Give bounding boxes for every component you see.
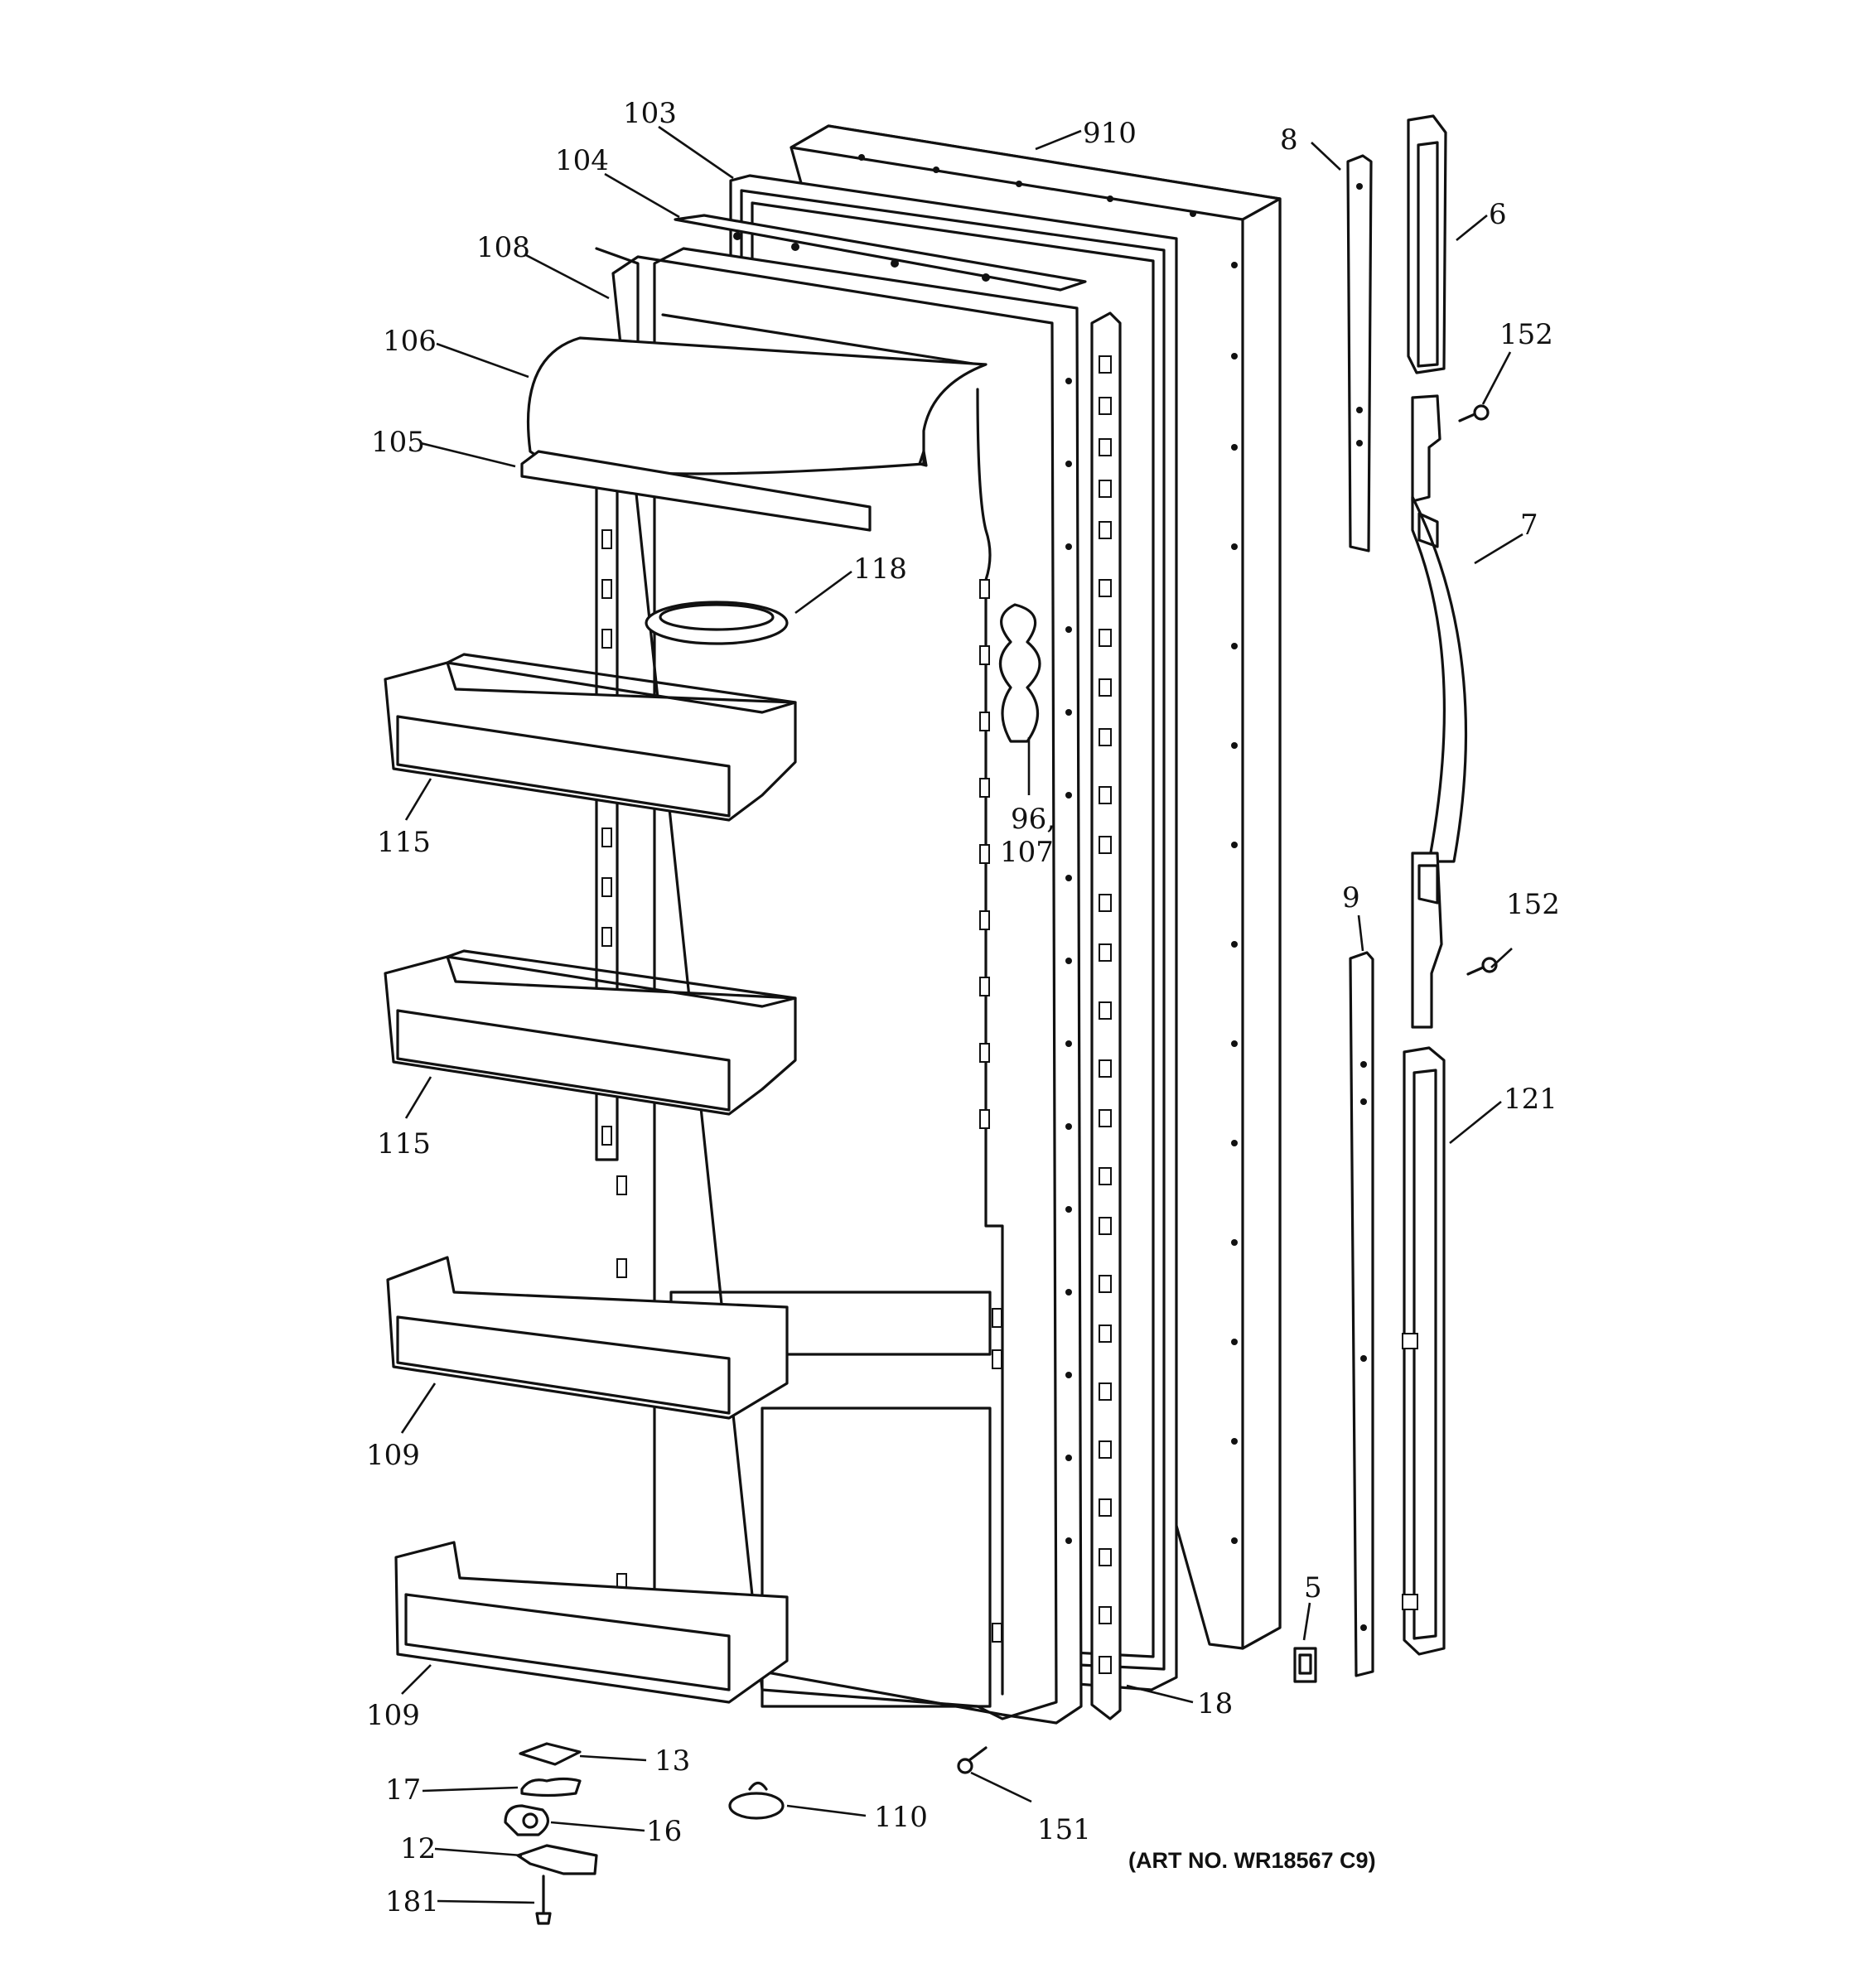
label-103: 103 — [623, 97, 677, 130]
hinge-12 — [516, 1844, 598, 1875]
part-110-cap — [728, 1781, 785, 1820]
hinge-cam-16 — [504, 1804, 549, 1836]
label-96: 96, — [1011, 803, 1055, 836]
label-105: 105 — [371, 426, 425, 459]
dairy-compartment — [520, 336, 988, 532]
handle-top-cap — [1407, 114, 1447, 374]
label-9: 9 — [1342, 881, 1360, 914]
label-108: 108 — [476, 231, 530, 264]
label-17: 17 — [385, 1773, 421, 1807]
door-bin-upper — [384, 653, 797, 822]
label-152-lower: 152 — [1506, 888, 1560, 921]
door-bin-lower — [384, 949, 797, 1116]
gasket-trim-strip — [1090, 311, 1122, 1720]
handle-bottom-cap — [1402, 1046, 1446, 1656]
label-5: 5 — [1304, 1571, 1322, 1604]
hinge-plate-13 — [519, 1742, 582, 1766]
label-109-lower: 109 — [366, 1699, 420, 1732]
label-8: 8 — [1280, 123, 1298, 157]
label-910: 910 — [1083, 117, 1137, 150]
screw-181 — [535, 1875, 552, 1925]
trim-strip-8 — [1346, 154, 1373, 552]
label-106: 106 — [383, 325, 437, 358]
screw-152-lower — [1466, 957, 1498, 976]
label-181: 181 — [385, 1885, 439, 1918]
label-151: 151 — [1037, 1813, 1091, 1846]
label-18: 18 — [1197, 1687, 1233, 1720]
label-7: 7 — [1520, 509, 1538, 542]
label-16: 16 — [646, 1815, 682, 1848]
screw-151 — [957, 1746, 988, 1774]
label-109-upper: 109 — [366, 1439, 420, 1472]
top-cap-strip — [674, 214, 1087, 292]
screw-152-upper — [1458, 404, 1490, 422]
hinge-shim-17 — [520, 1777, 582, 1797]
part-5-clip — [1293, 1647, 1317, 1683]
label-110: 110 — [874, 1801, 928, 1834]
label-107: 107 — [1000, 836, 1054, 869]
trim-strip-9 — [1349, 951, 1374, 1677]
label-152-upper: 152 — [1499, 318, 1553, 351]
label-104: 104 — [555, 144, 609, 177]
leader-lines — [400, 125, 1524, 1904]
label-13: 13 — [654, 1744, 690, 1778]
insulation-section — [999, 603, 1041, 743]
label-118: 118 — [853, 552, 907, 586]
label-6: 6 — [1489, 198, 1507, 231]
door-bin-109-lower — [394, 1541, 789, 1704]
art-number-note: (ART NO. WR18567 C9) — [1128, 1848, 1376, 1873]
label-12: 12 — [400, 1832, 436, 1865]
door-bin-109-upper — [386, 1256, 789, 1420]
label-121: 121 — [1504, 1083, 1557, 1116]
door-handle — [1411, 394, 1468, 1029]
egg-tray — [645, 601, 789, 645]
part-labels: 103 104 108 106 105 910 8 6 152 7 118 11… — [366, 97, 1560, 1918]
label-115-upper: 115 — [377, 826, 431, 859]
label-115-lower: 115 — [377, 1127, 431, 1160]
